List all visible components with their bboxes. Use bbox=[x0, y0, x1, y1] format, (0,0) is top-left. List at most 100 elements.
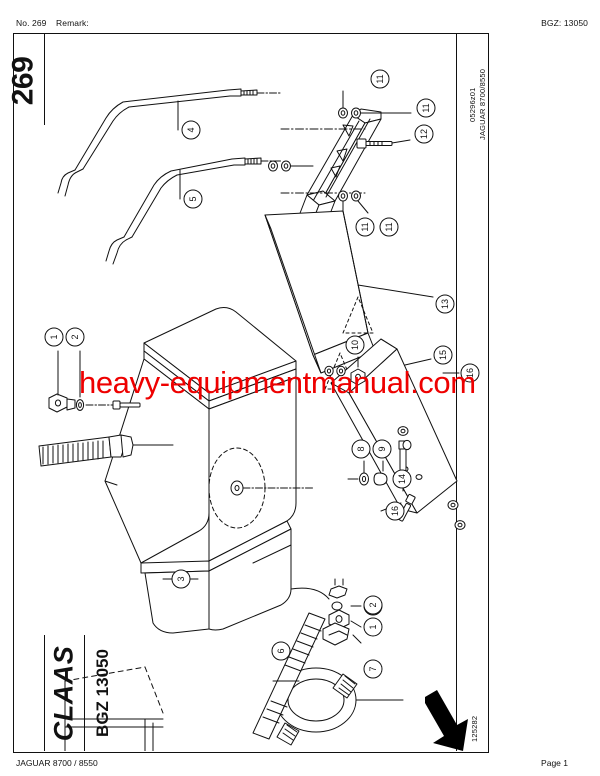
balloon-circle bbox=[392, 469, 412, 489]
balloon-16[interactable]: 16 bbox=[385, 501, 405, 521]
connector-cluster bbox=[322, 601, 350, 646]
balloon-11[interactable]: 11 bbox=[416, 98, 436, 118]
fastener-group-top bbox=[338, 107, 361, 119]
balloon-circle bbox=[414, 124, 434, 144]
balloon-label: 11 bbox=[375, 74, 385, 83]
balloon-circle bbox=[271, 641, 291, 661]
hidden-detail-upper bbox=[342, 296, 374, 334]
balloon-9[interactable]: 9 bbox=[372, 439, 392, 459]
balloon-7[interactable]: 7 bbox=[363, 659, 383, 679]
nut-part-10 bbox=[350, 368, 366, 386]
balloon-label: 6 bbox=[276, 648, 286, 653]
leader-11d bbox=[357, 200, 369, 214]
balloon-circle bbox=[363, 617, 383, 637]
watermark: heavy-equipmentmanual.com bbox=[79, 365, 476, 400]
balloon-layer: 1234566789101111111112131415161612 bbox=[44, 69, 480, 679]
balloon-5[interactable]: 5 bbox=[183, 189, 203, 209]
rod-part-5 bbox=[105, 157, 282, 265]
balloon-label: 14 bbox=[397, 474, 407, 484]
balloon-circle bbox=[183, 189, 203, 209]
frame-divider-logo bbox=[44, 635, 46, 751]
balloon-8[interactable]: 8 bbox=[351, 439, 371, 459]
balloon-label: 1 bbox=[49, 334, 59, 339]
balloon-4[interactable]: 4 bbox=[181, 120, 201, 140]
footer-model: JAGUAR 8700 / 8550 bbox=[16, 758, 98, 768]
balloon-circle bbox=[171, 569, 191, 589]
balloon-11[interactable]: 11 bbox=[355, 217, 375, 237]
page-header: No. 269 Remark: BGZ: 13050 bbox=[0, 18, 600, 32]
balloon-circle bbox=[44, 327, 64, 347]
bolt-part-12 bbox=[356, 138, 393, 149]
balloon-label: 4 bbox=[186, 127, 196, 132]
balloon-circle bbox=[65, 327, 85, 347]
balloon-circle bbox=[460, 363, 480, 383]
leader-6b bbox=[352, 634, 362, 644]
balloon-circle bbox=[435, 294, 455, 314]
balloon-label: 11 bbox=[421, 103, 431, 112]
balloon-label: 16 bbox=[390, 506, 400, 516]
small-coupling bbox=[328, 578, 348, 599]
balloon-label: 3 bbox=[176, 576, 186, 581]
balloon-10[interactable]: 10 bbox=[345, 335, 365, 355]
page-footer: JAGUAR 8700 / 8550 Page 1 bbox=[0, 758, 600, 772]
sheet-number-label: No. 269 bbox=[16, 18, 47, 28]
balloon-11[interactable]: 11 bbox=[370, 69, 390, 89]
boss-hole-inner bbox=[234, 485, 240, 491]
balloon-circle bbox=[363, 659, 383, 679]
balloon-circle bbox=[433, 345, 453, 365]
fastener-group-above-10 bbox=[324, 365, 346, 377]
spring-part bbox=[38, 434, 134, 467]
rod-part-6 bbox=[252, 612, 326, 740]
balloon-label: 8 bbox=[356, 446, 366, 451]
cover-plate-13 bbox=[264, 210, 376, 374]
balloon-circle bbox=[372, 439, 392, 459]
balloon-label: 2 bbox=[70, 334, 80, 339]
leader-15 bbox=[404, 358, 432, 366]
bolt-small-left bbox=[112, 400, 141, 410]
balloon-3[interactable]: 3 bbox=[171, 569, 191, 589]
balloon-label: 5 bbox=[188, 196, 198, 201]
frame-divider-bgz bbox=[84, 635, 86, 751]
balloon-circle bbox=[345, 335, 365, 355]
balloon-label: 13 bbox=[440, 299, 450, 309]
balloon-label: 1 bbox=[368, 624, 378, 629]
balloon-2[interactable]: 2 bbox=[363, 595, 383, 615]
balloon-6[interactable]: 6 bbox=[271, 641, 291, 661]
balloon-circle bbox=[181, 120, 201, 140]
fastener-group-rail-bottom bbox=[338, 190, 361, 202]
balloon-circle bbox=[363, 595, 383, 615]
rod-part-4 bbox=[57, 88, 282, 197]
balloon-circle bbox=[379, 217, 399, 237]
balloon-circle bbox=[370, 69, 390, 89]
fastener-group-89 bbox=[359, 472, 388, 486]
leader-13 bbox=[357, 284, 434, 298]
balloon-11[interactable]: 11 bbox=[379, 217, 399, 237]
balloon-label: 11 bbox=[360, 222, 370, 231]
balloon-label: 7 bbox=[368, 666, 378, 671]
balloon-16[interactable]: 16 bbox=[460, 363, 480, 383]
leader-12 bbox=[391, 139, 411, 144]
hose-sleeve-right bbox=[332, 673, 358, 699]
main-housing bbox=[104, 307, 297, 634]
balloon-13[interactable]: 13 bbox=[435, 294, 455, 314]
balloon-label: 16 bbox=[465, 368, 475, 378]
balloon-1[interactable]: 1 bbox=[44, 327, 64, 347]
balloon-circle bbox=[416, 98, 436, 118]
balloon-15[interactable]: 15 bbox=[433, 345, 453, 365]
balloon-label: 10 bbox=[350, 340, 360, 350]
balloon-circle bbox=[355, 217, 375, 237]
balloon-label: 15 bbox=[438, 350, 448, 360]
balloon-14[interactable]: 14 bbox=[392, 469, 412, 489]
balloon-1[interactable]: 1 bbox=[363, 617, 383, 637]
balloon-circle bbox=[385, 501, 405, 521]
washer-near-14 bbox=[402, 439, 412, 451]
remark-label: Remark: bbox=[56, 18, 89, 28]
balloon-label: 11 bbox=[384, 222, 394, 231]
balloon-12[interactable]: 12 bbox=[414, 124, 434, 144]
hose-sleeve-bottom bbox=[276, 722, 300, 746]
panel-bolts bbox=[447, 500, 466, 530]
footer-page: Page 1 bbox=[541, 758, 568, 768]
fastener-pair-left bbox=[268, 160, 291, 172]
balloon-2[interactable]: 2 bbox=[65, 327, 85, 347]
